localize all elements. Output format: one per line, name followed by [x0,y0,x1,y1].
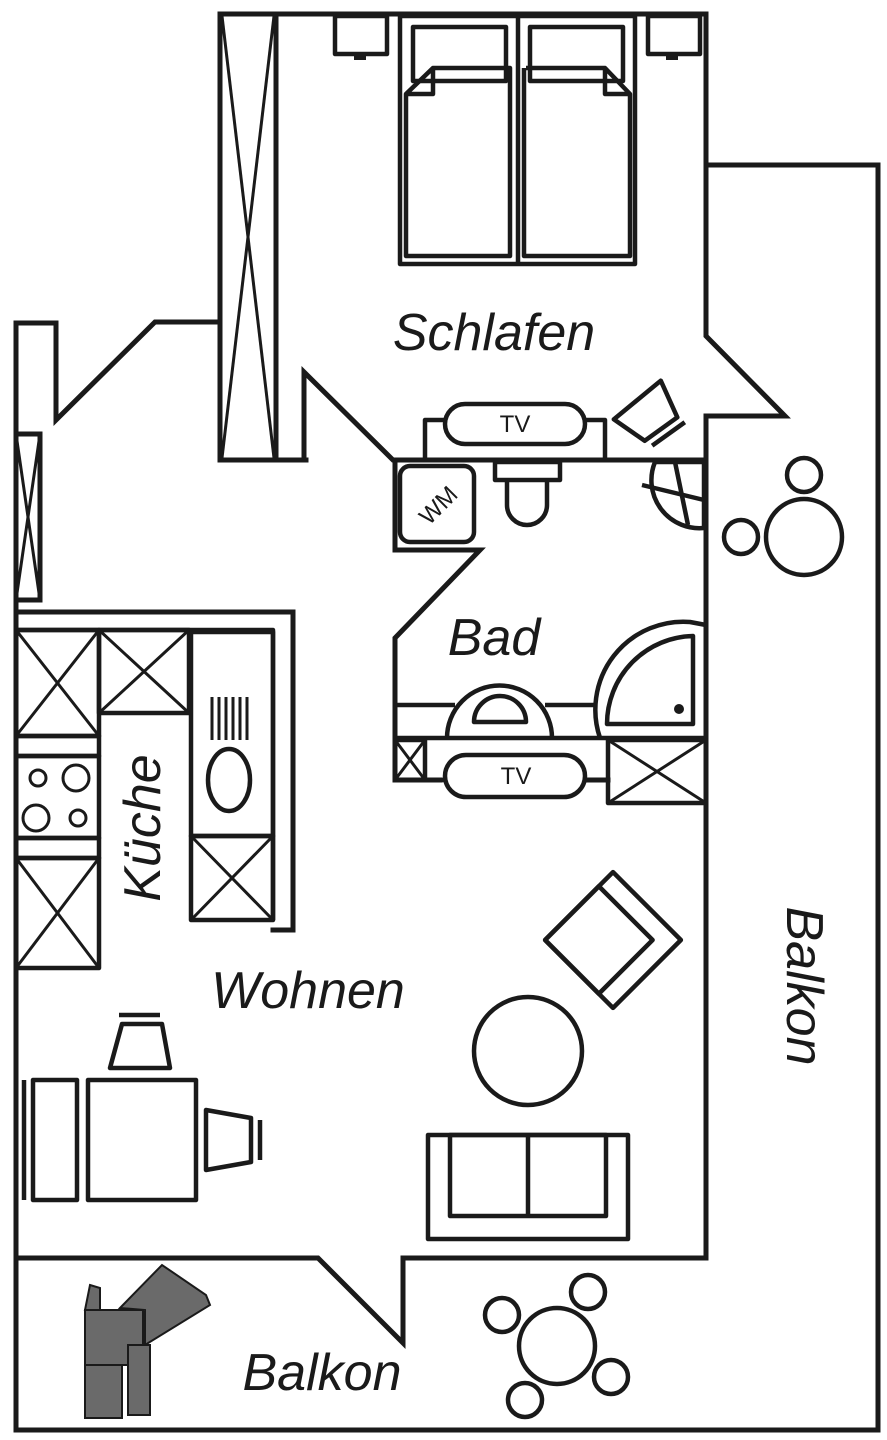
wall-bedroom-left [217,11,309,463]
room-label-wohnen: Wohnen [211,962,405,1020]
armchair-frame [542,869,684,1011]
balcony-side: Balkon [721,455,845,1066]
dining-bench [30,1077,80,1203]
stove-burner-1 [28,768,48,788]
bath-cabinet-small [392,737,428,783]
washing-machine-label: WM [414,481,463,530]
balcony-bottom-table [516,1305,598,1387]
nightstand-right [645,13,703,57]
dining-table [85,1077,199,1203]
kitchen-strip-1 [13,733,102,759]
stove-burner-2 [61,763,91,793]
balcony-side-chair-2 [721,517,761,557]
bedroom-chair-back [650,420,687,448]
tv-living-label: TV [501,763,532,790]
room-label-kueche: Küche [114,754,172,901]
lounge-chair-arm [83,1283,101,1311]
nightstand-right-knob [666,54,678,60]
kitchen-cabinet-top-middle-cross-b [97,628,191,715]
washbasin-inner [471,693,529,725]
kitchen-counter-outline [13,609,296,933]
kitchen-sink-basin [205,746,253,814]
kitchen-strip-2 [13,835,102,861]
corner-sink-line-a [641,482,705,503]
balcony-bottom-chair-2 [568,1272,608,1312]
wall-top-left-nook [13,319,223,426]
balcony-bottom-chair-3 [591,1357,631,1397]
bedroom-chair [611,378,687,448]
toilet-bowl [504,480,550,528]
pillow-right [527,24,626,84]
wardrobe [217,11,279,463]
lounge-chair [83,1263,212,1419]
tv-bedroom [442,401,588,447]
bathroom: WM TV Bad [392,459,709,806]
balcony-bottom-chair-4 [505,1380,545,1420]
dining-chair-right [203,1107,254,1173]
outer-wall-balcony [13,162,881,1433]
wardrobe-cross-b [220,15,276,459]
kitchen-cabinet-left-top-cross-b [14,629,101,737]
bath-cabinet-small-cross-b [393,739,427,781]
nightstand-left [332,13,390,57]
balcony-bottom: Balkon [83,1263,631,1420]
shower-outer [593,619,707,739]
washbasin [444,683,555,739]
armchair [542,869,684,1011]
room-label-schlafen: Schlafen [393,304,595,362]
blanket-left [403,65,513,259]
lounge-chair-side [127,1344,151,1416]
living-cabinet-right-cross-b [607,738,707,805]
tv-living [442,752,588,800]
coffee-table [471,994,585,1108]
nightstand-left-knob [354,54,366,60]
corner-sink [649,459,707,531]
dining-chair-top [107,1021,173,1071]
shower-tray [604,633,696,727]
wall-living-bottom [13,1255,709,1350]
blanket-right [521,65,633,259]
bedroom-chair-seat [611,378,680,444]
living-cabinet-right [605,737,709,806]
kitchen-cabinet-right-bottom [188,833,276,923]
armchair-seat [542,884,655,996]
kitchen-cabinet-left-bottom [13,855,102,971]
room-label-bad: Bad [448,609,543,667]
lounge-chair-legs [84,1364,123,1419]
balcony-side-table [763,496,845,578]
shower-drain [674,704,684,714]
tv-bedroom-label: TV [500,411,531,438]
balcony-bottom-chair-1 [482,1295,522,1335]
corner-sink-line-b [672,461,691,526]
kitchen-cabinet-left-bottom-cross-b [14,857,101,969]
wall-bathroom-left-upper [392,457,486,783]
sink-drainboard [210,697,249,740]
room-label-balkon-side: Balkon [775,907,833,1066]
pillow-left [410,24,509,84]
window-left [13,431,43,603]
kitchen: Küche [13,609,296,971]
living-room: Wohnen [21,869,684,1242]
stove-burner-3 [21,803,51,833]
balcony-side-chair-1 [784,455,824,495]
stove-burner-4 [68,808,88,828]
washing-machine [397,463,477,545]
room-label-balkon-bottom: Balkon [243,1344,402,1402]
toilet-tank [492,459,563,483]
lounge-chair-back [117,1263,212,1347]
bedroom: TV Schlafen [217,11,703,463]
tv-stand-bedroom [422,417,608,460]
window-left-cross-b [14,433,42,601]
kitchen-cabinet-right-bottom-cross-b [189,834,275,922]
